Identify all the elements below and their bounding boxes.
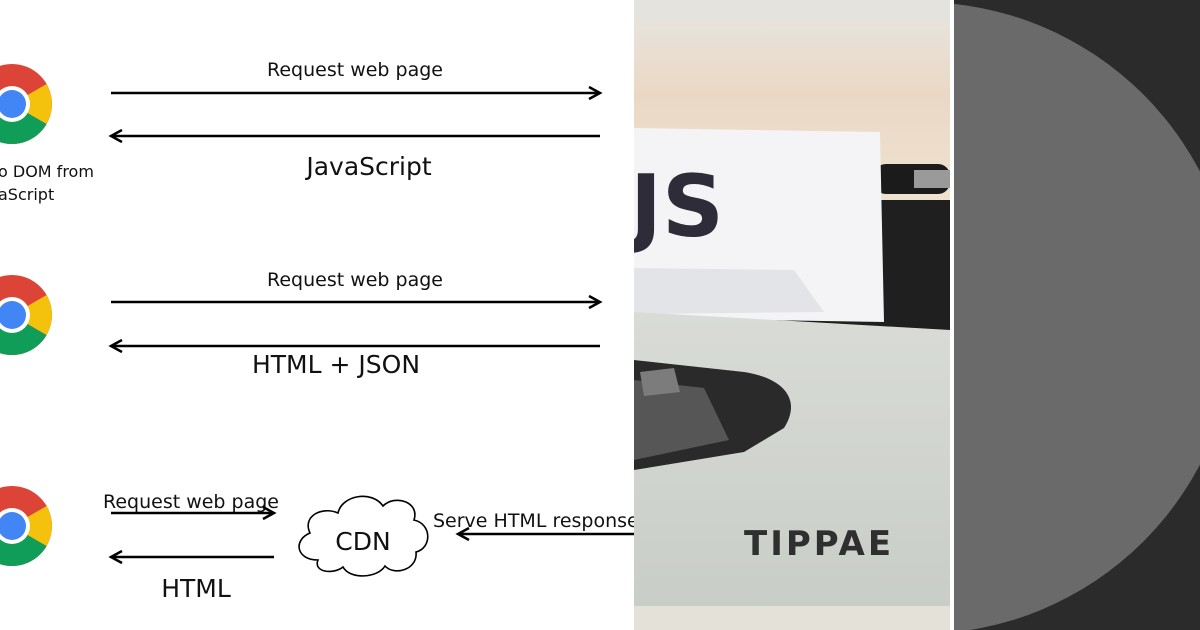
request-arrow-row3 <box>111 505 277 521</box>
typewriter-photo: JS TIPPAE <box>634 0 950 630</box>
cdn-label: CDN <box>335 527 390 556</box>
browser-caption-line2: aScript <box>0 185 54 204</box>
browser-caption-line1: o DOM from <box>0 162 94 181</box>
typewriter-body <box>634 312 950 630</box>
brand-text: TIPPAE <box>744 524 894 564</box>
serve-html-label: Serve HTML response <box>433 510 634 532</box>
request-label-row1: Request web page <box>267 59 443 81</box>
cdn-cloud-shape <box>298 495 429 577</box>
serve-arrow-row3 <box>455 526 634 542</box>
diagram-canvas: o DOM from aScript Request web page Java… <box>0 59 634 603</box>
response-arrow-row2 <box>108 338 600 354</box>
response-arrow-row3 <box>108 549 274 565</box>
request-label-row2: Request web page <box>267 269 443 291</box>
rendering-diagram: o DOM from aScript Request web page Java… <box>0 59 634 603</box>
response-label-row1: JavaScript <box>304 152 432 181</box>
decorative-circle <box>954 3 1200 630</box>
browser-icon-row3 <box>0 486 52 566</box>
typewriter-illustration: JS TIPPAE <box>634 0 950 630</box>
request-arrow-row2 <box>111 294 603 310</box>
browser-icon-row1 <box>0 64 52 144</box>
response-arrow-row1 <box>108 128 600 144</box>
response-label-row2: HTML + JSON <box>252 350 420 379</box>
response-label-row3: HTML <box>161 574 231 603</box>
request-label-row3: Request web page <box>103 491 279 513</box>
decorative-dark-panel <box>954 0 1200 630</box>
panel-divider <box>950 0 954 630</box>
request-arrow-row1 <box>111 85 603 101</box>
decorative-circle-canvas <box>954 0 1200 630</box>
paper-text: JS <box>634 157 724 257</box>
browser-icon-row2 <box>0 275 52 355</box>
